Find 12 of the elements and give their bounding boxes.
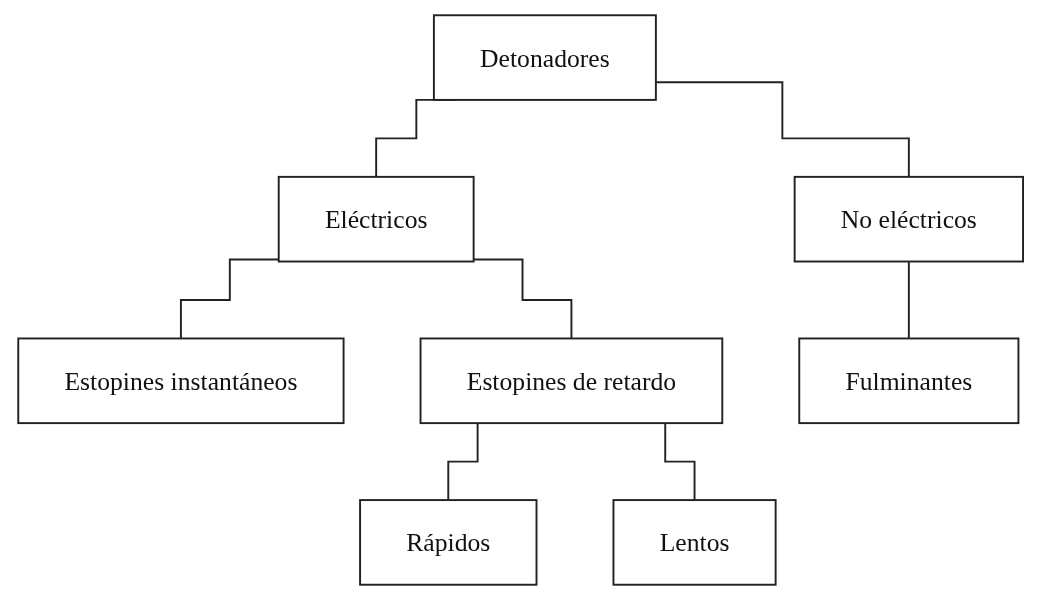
node-box	[794, 175, 1025, 263]
connector	[180, 258, 280, 340]
tree-diagram: Detonadores Eléctricos No eléctricos Estopines instantáneos Estopines de retardo Fulminantes Rápidos Lentos	[8, 5, 1034, 595]
node-box	[419, 337, 724, 425]
node-box	[612, 499, 777, 586]
node-box	[433, 14, 658, 101]
node-box	[359, 499, 538, 586]
connector	[908, 260, 911, 340]
node-box	[17, 337, 345, 425]
node-box	[278, 175, 475, 263]
connector	[473, 258, 573, 340]
node-box	[798, 337, 1020, 425]
